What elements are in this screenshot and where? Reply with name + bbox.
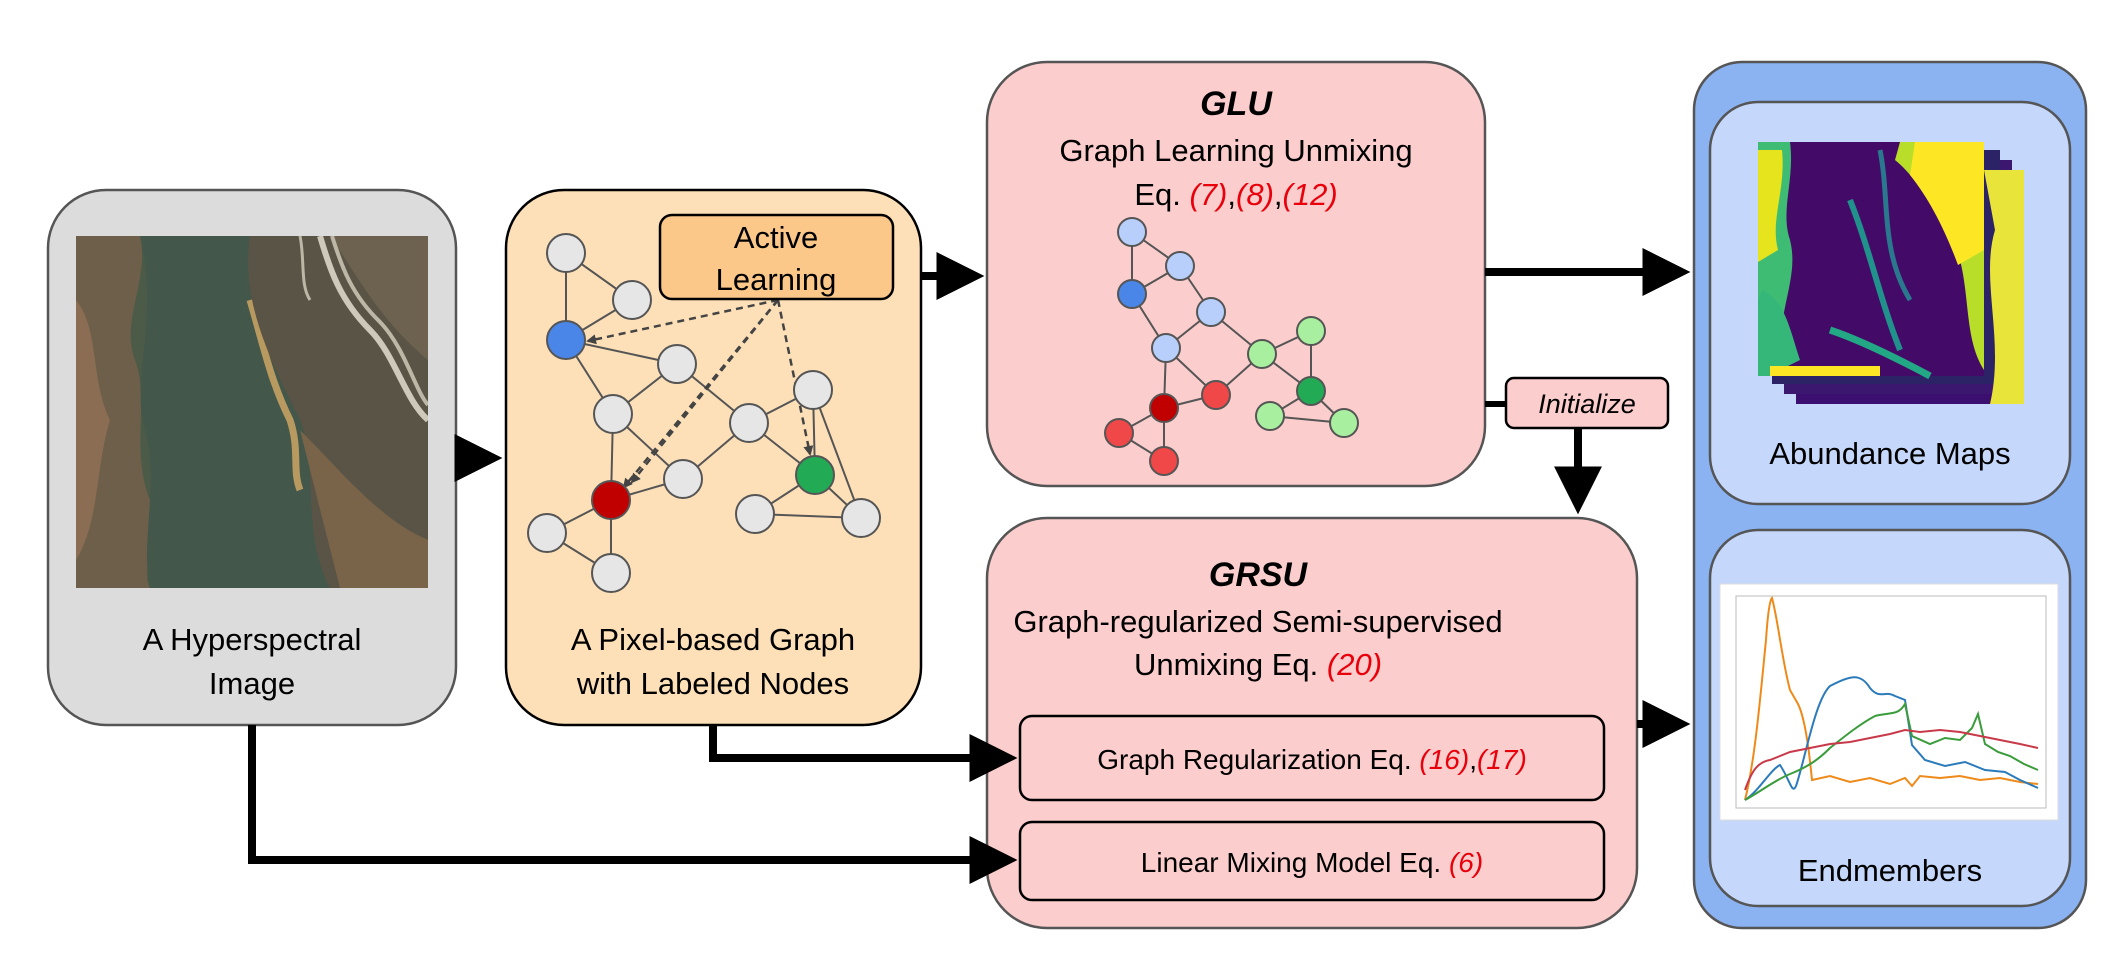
glu-box: GLU Graph Learning Unmixing Eq. (7),(8),… <box>985 60 1487 488</box>
hyperspectral-image-thumbnail <box>76 236 428 588</box>
pixel-graph-box: Active Learning A Pixel-based Graph with… <box>504 188 923 727</box>
glu-equations: Eq. (7),(8),(12) <box>1134 177 1337 212</box>
grsu-eq-prefix: Unmixing Eq. <box>1134 647 1327 682</box>
initialize-label: Initialize <box>1538 389 1636 419</box>
endmember-curve-orange <box>1744 596 2039 801</box>
glu-eq-prefix: Eq. <box>1134 177 1189 212</box>
graph-node-icon <box>1247 339 1277 369</box>
glu-eq-ref-1: (7) <box>1189 177 1227 212</box>
endmember-spectra <box>1744 596 2039 801</box>
graph-node-icon <box>735 494 775 534</box>
endmember-curve-green <box>1744 701 2039 801</box>
hyperspectral-label-line2: Image <box>209 666 295 701</box>
graph-node-icon <box>1201 380 1231 410</box>
graph-node-icon <box>1104 418 1134 448</box>
graph-node-icon <box>1117 217 1147 247</box>
graph-node-icon <box>1149 393 1179 423</box>
linear-mixing-model-label: Linear Mixing Model Eq. (6) <box>1141 847 1483 878</box>
arrow-icon <box>248 725 1018 884</box>
active-learning-line2: Learning <box>716 262 837 297</box>
graph-node-icon <box>1196 297 1226 327</box>
graph-node-icon <box>793 370 833 410</box>
glu-graph-nodes <box>1104 217 1359 476</box>
graph-node-icon <box>1117 279 1147 309</box>
abundance-maps-label: Abundance Maps <box>1769 436 2010 471</box>
graph-node-icon <box>1296 376 1326 406</box>
glu-box-background <box>985 60 1487 488</box>
graph-regularization-box <box>1018 714 1606 802</box>
output-panel: Abundance Maps Endmembers <box>1692 60 2088 930</box>
glu-eq-ref-3: (12) <box>1283 177 1338 212</box>
graph-reg-prefix: Graph Regularization Eq. <box>1097 744 1419 775</box>
graph-node-icon <box>546 233 586 273</box>
graph-node-icon <box>612 280 652 320</box>
hyperspectral-image-box: A Hyperspectral Image <box>46 188 458 727</box>
dashed-arrow-icon <box>776 299 814 456</box>
active-learning-line1: Active <box>734 220 818 255</box>
graph-node-icon <box>1151 333 1181 363</box>
graph-reg-ref-2: (17) <box>1477 744 1527 775</box>
pixel-graph-label-line1: A Pixel-based Graph <box>571 622 855 657</box>
flow-arrows <box>248 248 1691 884</box>
active-learning-arrows <box>586 298 814 489</box>
labeled-node-blue <box>546 320 586 360</box>
grsu-subtitle-line1: Graph-regularized Semi-supervised <box>1013 604 1502 639</box>
dashed-arrow-icon <box>622 299 779 489</box>
endmember-curve-red <box>1744 728 2039 791</box>
glu-title: GLU <box>1200 85 1273 123</box>
graph-node-icon <box>1255 401 1285 431</box>
grsu-box: GRSU Graph-regularized Semi-supervised U… <box>985 516 1639 930</box>
linear-mixing-model-box <box>1018 820 1606 902</box>
graph-node-icon <box>1329 408 1359 438</box>
pixel-graph-label-line2: with Labeled Nodes <box>576 666 849 701</box>
graph-regularization-label: Graph Regularization Eq. (16),(17) <box>1097 744 1527 775</box>
glu-subtitle: Graph Learning Unmixing <box>1059 133 1412 168</box>
endmembers-label: Endmembers <box>1798 853 1982 888</box>
endmember-curve-blue <box>1744 676 2039 801</box>
pixel-graph-nodes <box>527 233 881 593</box>
graph-node-icon <box>1296 316 1326 346</box>
graph-node-icon <box>841 498 881 538</box>
arrow-icon <box>709 725 1018 782</box>
graph-node-icon <box>729 403 769 443</box>
grsu-eq-ref: (20) <box>1327 647 1382 682</box>
graph-node-icon <box>1149 446 1179 476</box>
abundance-maps-stack <box>1758 142 2024 404</box>
lmm-ref: (6) <box>1449 847 1483 878</box>
dashed-arrow-icon <box>586 298 779 345</box>
graph-reg-ref-1: (16) <box>1419 744 1469 775</box>
graph-node-icon <box>663 459 703 499</box>
graph-node-icon <box>1165 251 1195 281</box>
graph-node-icon <box>527 513 567 553</box>
grsu-subtitle-line2: Unmixing Eq. (20) <box>1134 647 1382 682</box>
grsu-title: GRSU <box>1209 556 1309 594</box>
labeled-node-green <box>795 455 835 495</box>
graph-node-icon <box>657 344 697 384</box>
glu-eq-ref-2: (8) <box>1236 177 1274 212</box>
lmm-prefix: Linear Mixing Model Eq. <box>1141 847 1449 878</box>
hyperspectral-label-line1: A Hyperspectral <box>143 622 362 657</box>
graph-node-icon <box>593 394 633 434</box>
initialize-tag: Initialize <box>1504 376 1670 430</box>
active-learning-box <box>658 213 895 301</box>
graph-node-icon <box>591 553 631 593</box>
labeled-node-red <box>591 480 631 520</box>
